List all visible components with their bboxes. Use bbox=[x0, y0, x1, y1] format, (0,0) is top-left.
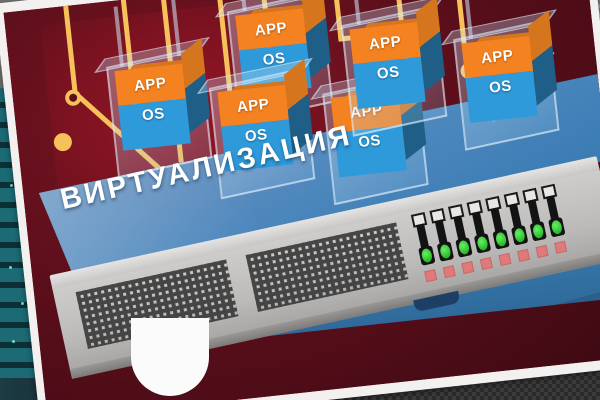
app-label: APP bbox=[480, 46, 515, 68]
bay-status-led bbox=[529, 220, 547, 242]
bay-status-led bbox=[436, 241, 455, 262]
app-label: APP bbox=[253, 19, 288, 40]
frame-content: APP OS APP OS bbox=[3, 0, 600, 400]
vm-container[interactable]: APP OS bbox=[441, 0, 561, 151]
os-label: OS bbox=[376, 63, 401, 83]
bay-indicator bbox=[479, 257, 493, 271]
bay-status-led bbox=[455, 237, 473, 258]
bay-indicator bbox=[461, 261, 475, 275]
bay-indicator bbox=[424, 269, 438, 283]
bay-indicator bbox=[554, 240, 568, 254]
bay-status-led bbox=[473, 233, 492, 254]
os-layer: OS bbox=[353, 56, 426, 110]
bay-indicator bbox=[442, 265, 456, 279]
vm-cube: APP OS bbox=[349, 0, 445, 110]
app-label: APP bbox=[133, 74, 168, 96]
bay-status-led bbox=[548, 216, 566, 238]
bay-indicator bbox=[535, 244, 549, 258]
app-label: APP bbox=[236, 95, 271, 117]
white-half-disc-overlay bbox=[131, 318, 209, 396]
bay-status-led bbox=[510, 225, 529, 246]
bay-status-led bbox=[418, 245, 436, 266]
app-label: APP bbox=[368, 33, 403, 54]
vm-cube: APP OS bbox=[461, 10, 558, 123]
bay-indicator bbox=[498, 252, 512, 267]
os-layer: OS bbox=[465, 70, 538, 123]
bay-status-led bbox=[492, 229, 510, 250]
vm-container[interactable]: APP OS bbox=[328, 0, 448, 137]
bay-indicator bbox=[517, 248, 531, 262]
os-layer: OS bbox=[118, 98, 191, 151]
os-label: OS bbox=[488, 77, 513, 97]
os-label: OS bbox=[141, 104, 166, 125]
vm-cube: APP OS bbox=[114, 37, 211, 151]
